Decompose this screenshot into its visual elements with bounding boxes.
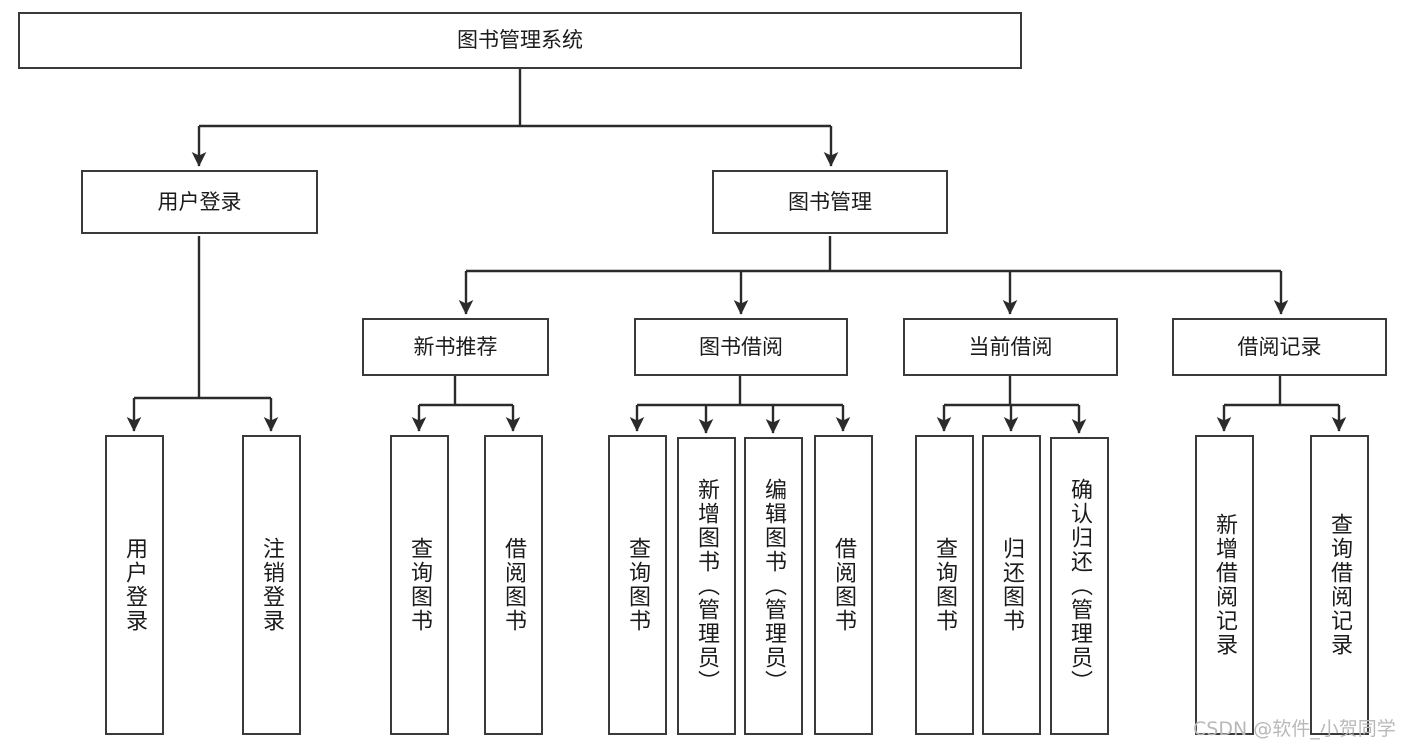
node-label: 借阅图书: [501, 537, 527, 633]
node-label: 归还图书: [999, 537, 1025, 633]
node-label: 新增图书（管理员）: [694, 478, 720, 694]
edges-borrowrecord-to-leaves: [1216, 376, 1347, 432]
edges-currentborrow-to-leaves: [936, 376, 1087, 434]
edges-newbook-to-leaves: [411, 376, 521, 432]
leaf-current-borrow-query-book[interactable]: 查询图书: [915, 435, 974, 735]
node-label: 注销登录: [259, 537, 285, 633]
edges-root-to-level1: [191, 69, 839, 167]
node-root-book-management-system[interactable]: 图书管理系统: [18, 12, 1022, 69]
leaf-book-borrow-add-book-admin[interactable]: 新增图书（管理员）: [677, 437, 736, 735]
node-label: 编辑图书（管理员）: [761, 478, 787, 694]
leaf-current-borrow-confirm-return-admin[interactable]: 确认归还（管理员）: [1050, 437, 1109, 735]
node-label: 借阅记录: [1237, 334, 1322, 359]
node-label: 查询图书: [625, 537, 651, 633]
leaf-new-book-borrow-book[interactable]: 借阅图书: [484, 435, 543, 735]
node-label: 查询借阅记录: [1327, 513, 1353, 657]
leaf-borrow-record-add-record[interactable]: 新增借阅记录: [1195, 435, 1254, 735]
node-label: 新书推荐: [413, 334, 498, 359]
edges-bookmgmt-to-level2: [458, 236, 1289, 315]
node-label: 新增借阅记录: [1212, 513, 1238, 657]
node-new-book-recommend[interactable]: 新书推荐: [362, 318, 549, 376]
leaf-current-borrow-return-book[interactable]: 归还图书: [982, 435, 1041, 735]
node-label: 确认归还（管理员）: [1067, 478, 1093, 694]
node-user-login[interactable]: 用户登录: [81, 170, 318, 234]
node-label: 查询图书: [932, 537, 958, 633]
node-label: 当前借阅: [968, 334, 1053, 359]
leaf-new-book-query-book[interactable]: 查询图书: [390, 435, 449, 735]
leaf-user-login-logout[interactable]: 注销登录: [242, 435, 301, 735]
edges-userlogin-to-leaves: [126, 236, 279, 432]
leaf-user-login-login[interactable]: 用户登录: [105, 435, 164, 735]
node-book-management[interactable]: 图书管理: [712, 170, 948, 234]
node-label: 查询图书: [407, 537, 433, 633]
node-label: 图书管理系统: [457, 28, 583, 53]
node-label: 用户登录: [157, 189, 242, 214]
leaf-book-borrow-query-book[interactable]: 查询图书: [608, 435, 667, 735]
edges-bookborrow-to-leaves: [629, 376, 851, 434]
node-label: 图书借阅: [699, 334, 783, 359]
node-borrow-record[interactable]: 借阅记录: [1172, 318, 1387, 376]
node-label: 图书管理: [788, 189, 872, 214]
node-current-borrow[interactable]: 当前借阅: [903, 318, 1118, 376]
node-label: 用户登录: [122, 537, 148, 633]
node-book-borrow[interactable]: 图书借阅: [634, 318, 848, 376]
node-label: 借阅图书: [831, 537, 857, 633]
leaf-book-borrow-edit-book-admin[interactable]: 编辑图书（管理员）: [744, 437, 803, 735]
leaf-book-borrow-borrow-book[interactable]: 借阅图书: [814, 435, 873, 735]
leaf-borrow-record-query-record[interactable]: 查询借阅记录: [1310, 435, 1369, 735]
